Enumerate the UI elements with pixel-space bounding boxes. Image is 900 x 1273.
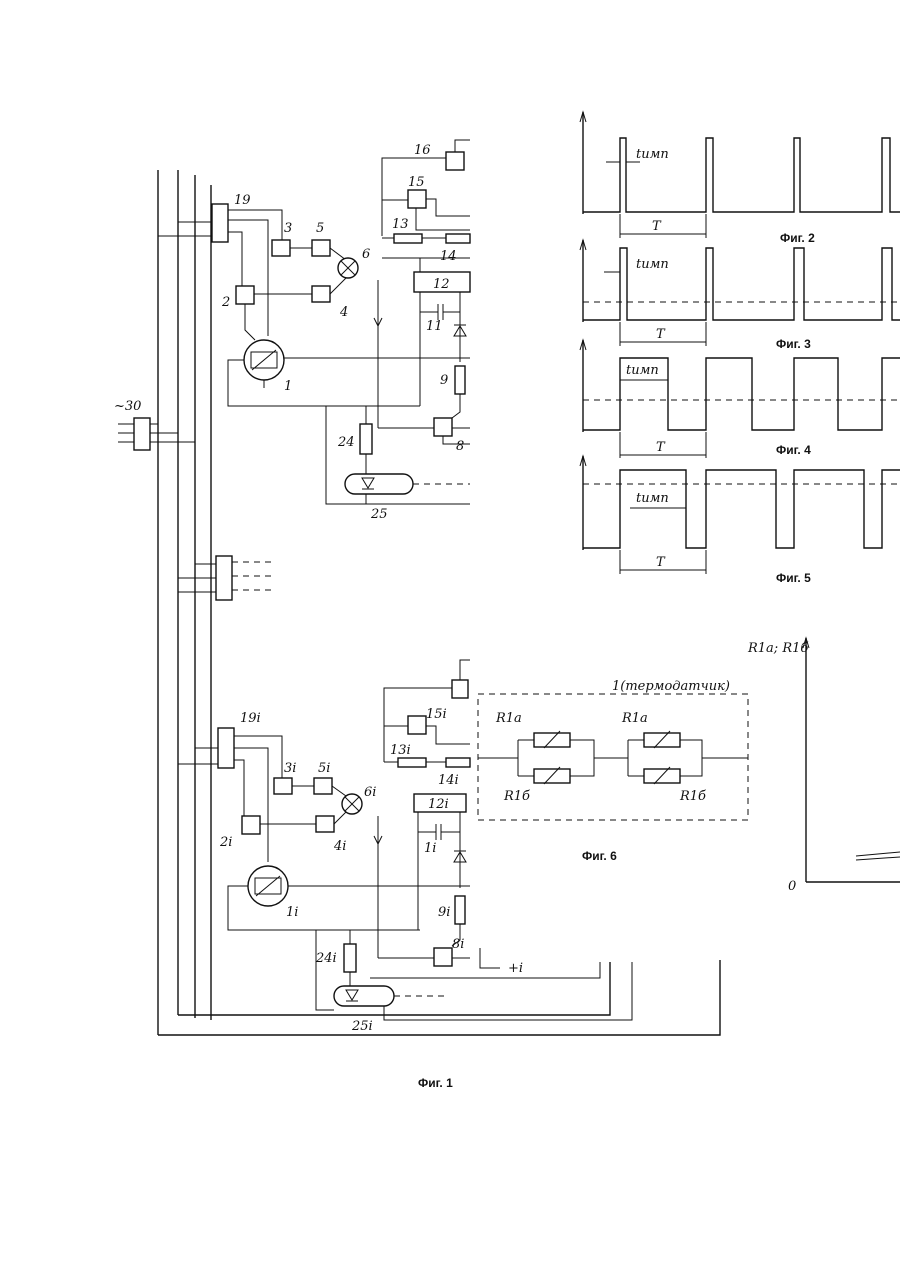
- svg-text:9i: 9i: [438, 905, 450, 920]
- svg-text:5: 5: [316, 221, 324, 236]
- svg-text:12i: 12i: [428, 797, 449, 812]
- fig5-caption: Фиг. 5: [776, 571, 811, 585]
- svg-text:T: T: [656, 327, 666, 342]
- fig6-caption: Фиг. 6: [582, 849, 617, 863]
- svg-text:3i: 3i: [284, 761, 296, 776]
- svg-text:R1a: R1a: [621, 711, 648, 726]
- svg-text:15: 15: [408, 175, 425, 190]
- svg-text:1i: 1i: [424, 841, 436, 856]
- timing-fig4: [580, 340, 900, 458]
- fig2-caption: Фиг. 2: [780, 231, 815, 245]
- svg-text:+i: +i: [508, 961, 523, 976]
- svg-text:24: 24: [337, 435, 355, 450]
- svg-text:T: T: [652, 219, 662, 234]
- svg-text:16: 16: [414, 143, 431, 158]
- svg-text:tимп: tимп: [636, 147, 669, 162]
- resistance-graph: [803, 638, 900, 882]
- svg-text:25i: 25i: [351, 1019, 373, 1034]
- svg-text:5i: 5i: [318, 761, 330, 776]
- svg-text:R1a: R1a: [495, 711, 522, 726]
- svg-text:19i: 19i: [240, 711, 261, 726]
- timing-fig2: [580, 112, 900, 238]
- svg-text:2: 2: [221, 295, 230, 310]
- circuit-top-labels: 19 3 5 6 2 4 1 16 15 13 14 12 11 9 8 24 …: [221, 143, 464, 522]
- svg-text:T: T: [656, 440, 666, 455]
- graph-ylabel: R1a; R1б: [747, 641, 808, 656]
- circuit-channel-top: [158, 140, 470, 504]
- svg-text:14: 14: [440, 249, 457, 264]
- fig4-caption: Фиг. 4: [776, 443, 811, 457]
- svg-text:9: 9: [440, 373, 448, 388]
- supply-connector: ~30: [114, 399, 195, 450]
- svg-text:tимп: tимп: [626, 363, 659, 378]
- svg-text:25: 25: [370, 507, 388, 522]
- thermosensor-labels: 1(термодатчик) R1a R1б R1a R1б: [495, 679, 730, 804]
- svg-text:19: 19: [234, 193, 251, 208]
- svg-text:R1б: R1б: [679, 789, 706, 804]
- svg-text:T: T: [656, 555, 666, 570]
- svg-text:11: 11: [426, 319, 443, 334]
- svg-text:15i: 15i: [426, 707, 447, 722]
- svg-text:tимп: tимп: [636, 491, 669, 506]
- svg-text:R1б: R1б: [503, 789, 530, 804]
- svg-text:4i: 4i: [333, 839, 346, 854]
- supply-label: ~30: [114, 399, 141, 414]
- timing-diagrams: [580, 112, 900, 574]
- svg-text:24i: 24i: [315, 951, 337, 966]
- svg-text:3: 3: [284, 221, 292, 236]
- svg-text:tимп: tимп: [636, 257, 669, 272]
- circuit-middle-stub: [178, 556, 272, 600]
- svg-text:13: 13: [392, 217, 409, 232]
- graph-origin: 0: [788, 879, 796, 894]
- svg-text:6i: 6i: [364, 785, 376, 800]
- timing-fig5: [580, 456, 900, 574]
- svg-text:8: 8: [456, 439, 464, 454]
- svg-text:4: 4: [339, 305, 348, 320]
- svg-text:1: 1: [284, 379, 292, 394]
- svg-text:13i: 13i: [390, 743, 411, 758]
- svg-text:8i: 8i: [452, 937, 464, 952]
- svg-text:6: 6: [362, 247, 370, 262]
- svg-text:14i: 14i: [438, 773, 459, 788]
- timing-fig3: [580, 240, 900, 346]
- svg-text:2i: 2i: [219, 835, 232, 850]
- fig3-caption: Фиг. 3: [776, 337, 811, 351]
- svg-text:1(термодатчик): 1(термодатчик): [612, 679, 730, 694]
- svg-text:12: 12: [433, 277, 450, 292]
- fig1-caption: Фиг. 1: [418, 1076, 453, 1090]
- svg-text:1i: 1i: [286, 905, 298, 920]
